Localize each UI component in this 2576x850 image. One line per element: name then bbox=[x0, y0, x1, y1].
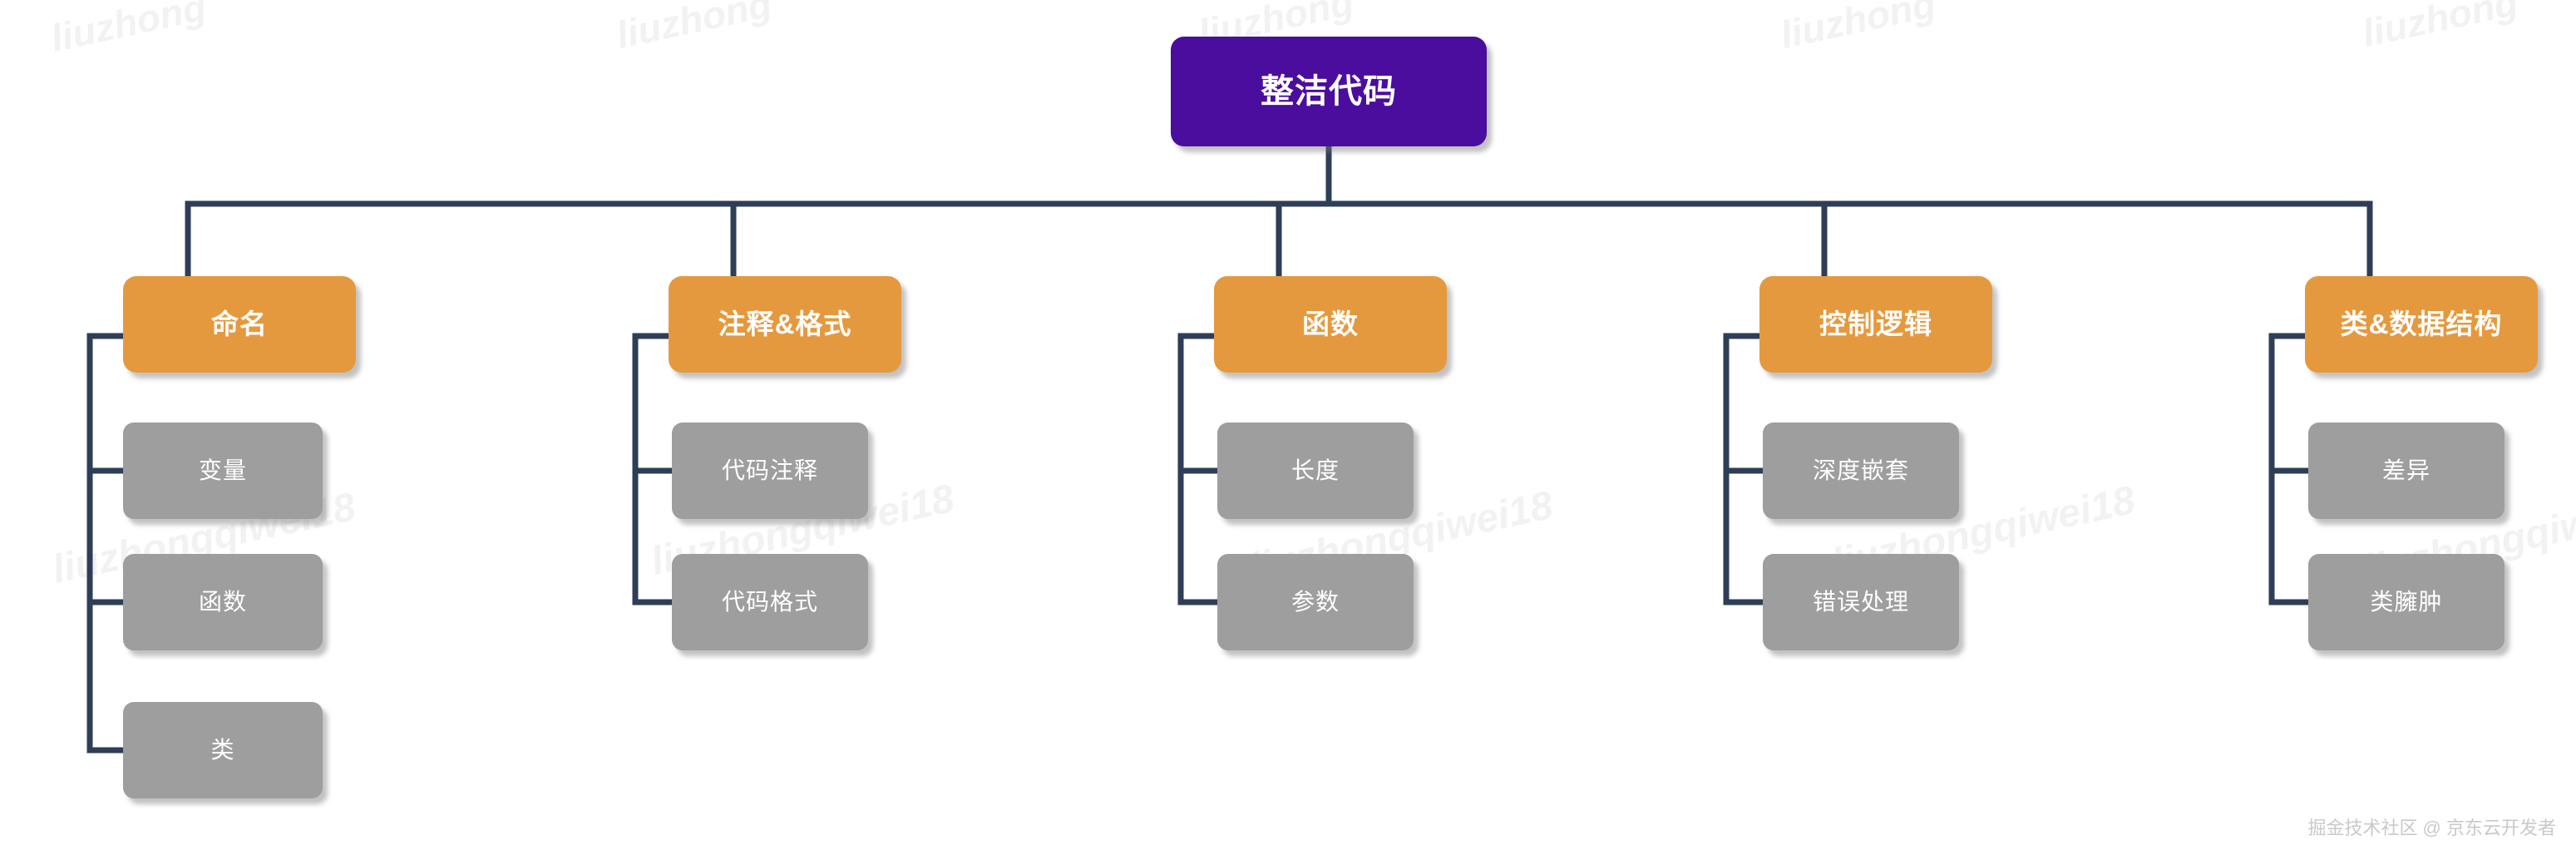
leaf-node-3-1[interactable]: 错误处理 bbox=[1763, 554, 1959, 650]
watermark-text: liuzhong bbox=[2358, 0, 2522, 56]
branch-node-2-label: 函数 bbox=[1302, 308, 1359, 339]
leaf-node-1-0[interactable]: 代码注释 bbox=[672, 423, 868, 519]
leaf-node-2-0-label: 长度 bbox=[1290, 457, 1340, 483]
leaf-node-0-0[interactable]: 变量 bbox=[123, 423, 323, 519]
branch-node-0[interactable]: 命名 bbox=[123, 276, 356, 373]
leaf-node-2-1[interactable]: 参数 bbox=[1217, 554, 1414, 650]
branch-node-1[interactable]: 注释&格式 bbox=[669, 276, 901, 373]
leaf-node-1-1-label: 代码格式 bbox=[721, 588, 818, 615]
leaf-node-1-0-label: 代码注释 bbox=[721, 457, 818, 483]
root-node[interactable]: 整洁代码 bbox=[1171, 37, 1487, 146]
leaf-node-2-0[interactable]: 长度 bbox=[1217, 423, 1414, 519]
connector-path bbox=[86, 333, 191, 754]
branch-node-4[interactable]: 类&数据结构 bbox=[2305, 276, 2538, 373]
branch-node-0-label: 命名 bbox=[211, 308, 268, 339]
branch-node-1-label: 注释&格式 bbox=[718, 308, 852, 339]
branch-node-4-label: 类&数据结构 bbox=[2340, 308, 2503, 339]
leaf-node-0-1[interactable]: 函数 bbox=[123, 554, 323, 650]
footer-credit: 掘金技术社区 @ 京东云开发者 bbox=[2307, 818, 2556, 838]
leaf-node-4-0[interactable]: 差异 bbox=[2308, 423, 2504, 519]
branch-node-2[interactable]: 函数 bbox=[1214, 276, 1447, 373]
root-node-label: 整洁代码 bbox=[1261, 73, 1397, 110]
leaf-node-0-1-label: 函数 bbox=[198, 588, 247, 615]
leaf-node-1-1[interactable]: 代码格式 bbox=[672, 554, 868, 650]
branch-node-3-label: 控制逻辑 bbox=[1819, 308, 1932, 339]
leaf-node-4-1-label: 类臃肿 bbox=[2370, 588, 2443, 615]
leaf-node-3-0[interactable]: 深度嵌套 bbox=[1763, 423, 1959, 519]
leaf-node-2-1-label: 参数 bbox=[1290, 588, 1340, 615]
leaf-node-0-0-label: 变量 bbox=[198, 457, 247, 483]
watermark-text: liuzhong bbox=[1776, 0, 1940, 57]
branch-node-3[interactable]: 控制逻辑 bbox=[1759, 276, 1992, 373]
leaf-node-0-2[interactable]: 类 bbox=[123, 702, 323, 798]
leaf-node-0-2-label: 类 bbox=[210, 736, 235, 763]
watermark-text: liuzhong bbox=[47, 0, 210, 61]
leaf-node-3-0-label: 深度嵌套 bbox=[1812, 457, 1909, 483]
leaf-node-4-1[interactable]: 类臃肿 bbox=[2308, 554, 2504, 650]
watermark-text: liuzhong bbox=[612, 0, 776, 57]
leaf-node-4-0-label: 差异 bbox=[2381, 457, 2430, 483]
leaf-node-3-1-label: 错误处理 bbox=[1812, 588, 1909, 615]
